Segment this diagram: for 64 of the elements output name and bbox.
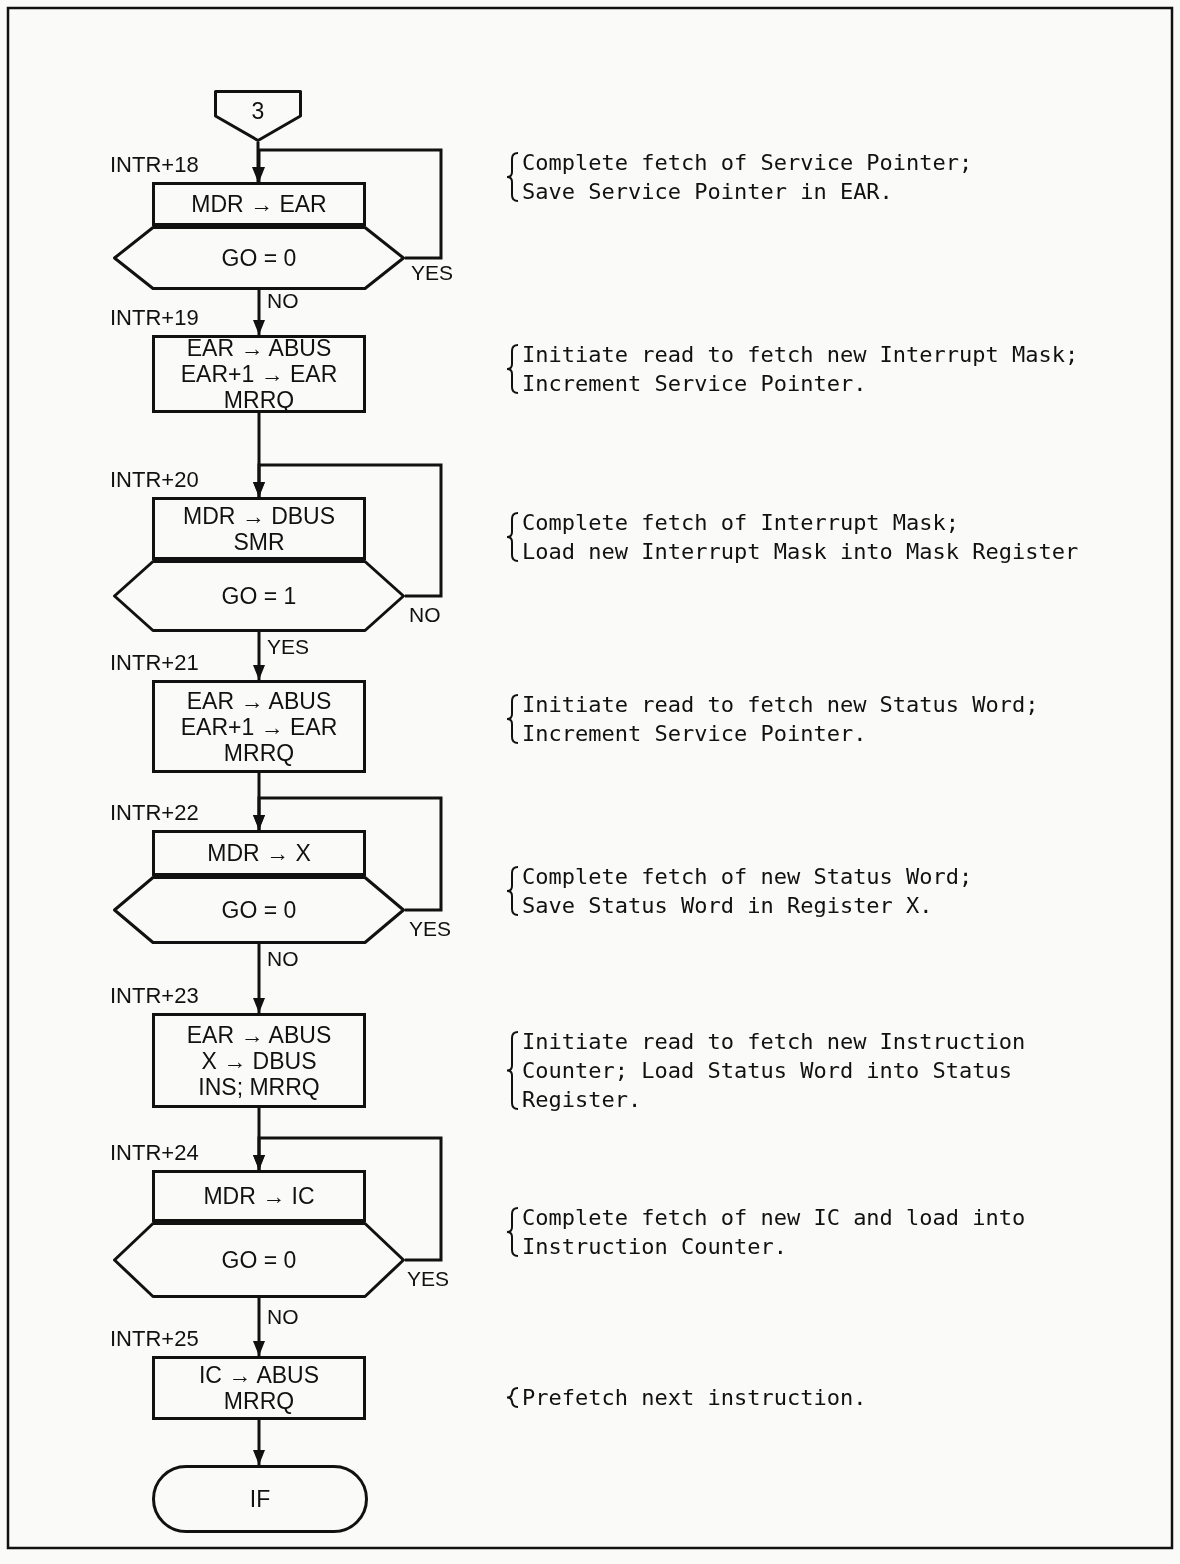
comment-text: Increment Service Pointer. <box>522 370 867 398</box>
comment-text: Complete fetch of new IC and load into Instruction Counter. <box>522 1204 1027 1261</box>
node-text: GO = 0 <box>221 245 297 271</box>
comment-text: Prefetch next instruction. <box>522 1384 867 1412</box>
process-box <box>152 335 366 413</box>
node-text: MRRQ <box>223 739 295 766</box>
node-text: EAR+1 → EAR <box>180 713 338 740</box>
comment-text: Complete fetch of Service Pointer; <box>522 149 973 177</box>
step-address: INTR+25 <box>110 1326 199 1352</box>
comment-text: Load new Interrupt Mask into Mask Register <box>522 538 1079 566</box>
decision-hexagon <box>113 226 405 290</box>
step-address: INTR+19 <box>110 305 199 331</box>
node-text: EAR+1 → EAR <box>180 361 338 387</box>
comment-text: Complete fetch of new Status Word; <box>522 863 973 891</box>
node-text: IC → ABUS <box>198 1362 320 1388</box>
process-box <box>152 182 366 226</box>
node-text: GO = 0 <box>221 897 297 923</box>
decision-hexagon <box>113 560 405 632</box>
node-text: EAR → ABUS <box>186 335 332 361</box>
arrow <box>253 632 265 680</box>
decision-hexagon <box>113 876 405 944</box>
node-text: MRRQ <box>223 1388 295 1414</box>
comment-text: Save Service Pointer in EAR. <box>522 178 893 206</box>
comment-text: Initiate read to fetch new Instruction Counter; Load Status Word into Status Register. <box>522 1028 1027 1114</box>
node-text: MDR → EAR <box>191 191 327 217</box>
process-box <box>152 497 366 560</box>
step-address: INTR+18 <box>110 152 199 178</box>
node-text: EAR → ABUS <box>186 687 332 714</box>
node-text: INS; MRRQ <box>198 1073 320 1100</box>
off-page-connector <box>214 90 302 142</box>
node-text: MDR → X <box>207 840 311 866</box>
arrow <box>253 1420 265 1465</box>
loop-arrow <box>253 1136 443 1262</box>
arrow <box>253 944 265 1013</box>
process-box <box>152 680 366 773</box>
comment-text: Initiate read to fetch new Interrupt Mask; <box>522 341 1079 369</box>
node-text: SMR <box>233 528 285 555</box>
node-text: MRRQ <box>223 387 295 413</box>
comment-text: Complete fetch of Interrupt Mask; <box>522 509 960 537</box>
comment-text: Initiate read to fetch new Status Word; <box>522 691 1039 719</box>
step-address: INTR+21 <box>110 650 199 676</box>
step-address: INTR+20 <box>110 467 199 493</box>
decision-hexagon <box>113 1222 405 1298</box>
step-address: INTR+22 <box>110 800 199 826</box>
arrow <box>253 290 265 335</box>
node-text: MDR → IC <box>203 1183 315 1209</box>
arrow <box>253 1298 265 1356</box>
node-text: X → DBUS <box>201 1047 317 1074</box>
step-address: INTR+23 <box>110 983 199 1009</box>
node-text: 3 <box>251 98 265 124</box>
comment-text: Increment Service Pointer. <box>522 720 867 748</box>
process-box <box>152 1170 366 1222</box>
node-text: IF <box>249 1486 271 1512</box>
process-box <box>152 830 366 876</box>
loop-arrow <box>253 796 443 912</box>
process-box <box>152 1356 366 1420</box>
loop-arrow <box>253 463 443 598</box>
node-text: EAR → ABUS <box>186 1021 332 1048</box>
node-text: GO = 0 <box>221 1247 297 1273</box>
process-box <box>152 1013 366 1108</box>
node-text: MDR → DBUS <box>182 502 336 529</box>
node-text: GO = 1 <box>221 583 297 609</box>
comment-text: Save Status Word in Register X. <box>522 892 933 920</box>
step-address: INTR+24 <box>110 1140 199 1166</box>
